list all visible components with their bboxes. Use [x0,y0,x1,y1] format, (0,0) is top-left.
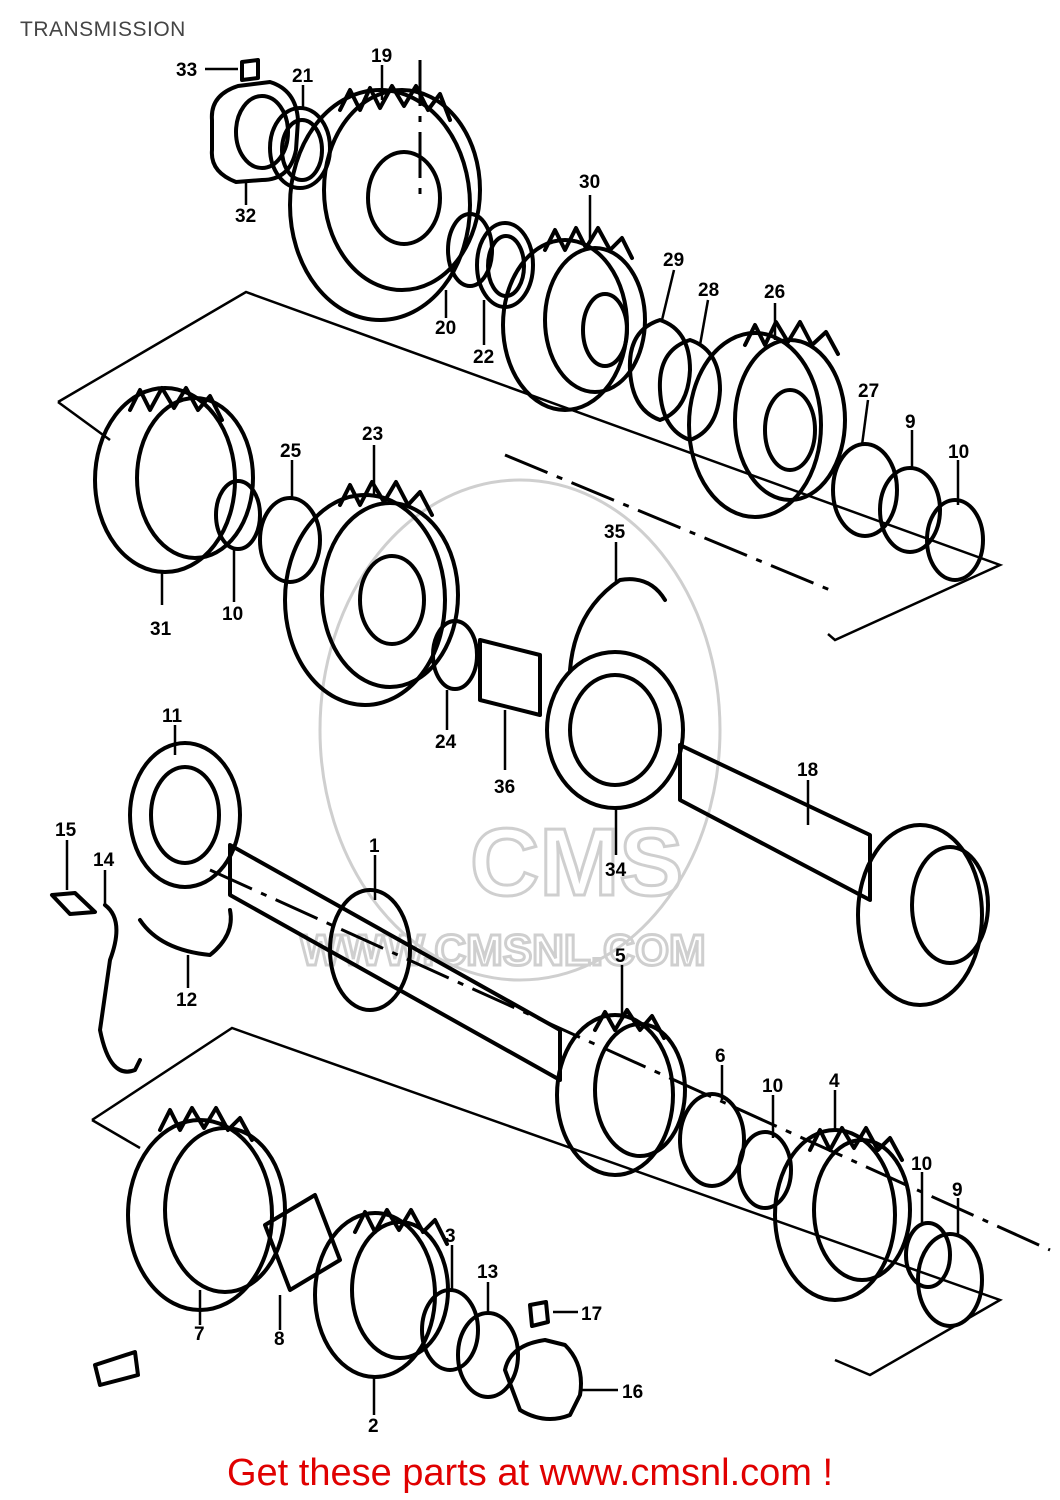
callout-18: 18 [797,760,818,781]
callout-20: 20 [435,318,456,339]
callout-7: 7 [194,1324,205,1345]
callout-6: 6 [715,1046,726,1067]
part-27-bearing [831,442,899,538]
part-10-circlip-upper [925,498,985,582]
callout-17: 17 [581,1304,602,1325]
callout-2: 2 [368,1416,379,1437]
callout-29: 29 [663,250,684,271]
part-25-washer [258,496,322,584]
part-16-cap [503,1338,583,1421]
callout-30: 30 [579,172,600,193]
footer-parts-link[interactable]: Get these parts at www.cmsnl.com ! [226,1452,834,1494]
callout-23: 23 [362,424,383,445]
callout-28: 28 [698,280,719,301]
part-10-circlip-lower [737,1130,793,1210]
part-35-clip [568,577,667,672]
part-32-bearing [209,80,300,184]
part-36-spacer [478,638,542,717]
callout-10-upper: 10 [948,442,969,463]
part-3-circlip [420,1288,480,1372]
callout-27: 27 [858,381,879,402]
callout-10-lower: 10 [762,1076,783,1097]
callout-36: 36 [494,777,515,798]
page-title: TRANSMISSION [20,18,186,41]
callout-1: 1 [369,836,380,857]
watermark-url: WWW.CMSNL.COM [300,926,706,975]
callout-35: 35 [604,522,626,543]
callout-12: 12 [176,990,197,1011]
countershaft-group-outline [57,290,1004,642]
callout-22: 22 [473,347,494,368]
part-26-gear [687,331,823,519]
part-29-washer [627,318,692,422]
callout-33: 33 [176,60,197,81]
callout-9-lower: 9 [952,1180,963,1201]
callout-14: 14 [93,850,115,871]
callout-19: 19 [371,46,392,67]
middle-parts [93,386,990,1007]
callout-31: 31 [150,619,172,640]
callout-21: 21 [292,66,314,87]
part-28-washer [657,338,722,442]
callout-3: 3 [445,1226,456,1247]
part-12-ring [138,908,233,957]
part-33-pin [240,58,260,82]
part-7-gear [126,1118,274,1312]
callout-10-right: 10 [911,1154,932,1175]
part-1-shaft [228,843,562,1082]
front-arrow-icon [93,1350,140,1387]
callout-4: 4 [829,1071,840,1092]
part-18-shaft [678,743,872,902]
part-19-gear [288,88,472,322]
part-9-washer-upper [878,466,942,554]
callout-15: 15 [55,820,77,841]
callout-25: 25 [280,441,302,462]
callout-8: 8 [274,1329,285,1350]
callout-34: 34 [605,860,627,881]
part-11-bearing [128,741,242,889]
callout-32: 32 [235,206,256,227]
callout-10-left: 10 [222,604,243,625]
driveshaft-group-outline [91,1026,1003,1377]
callout-24: 24 [435,732,457,753]
part-30-gear [501,238,629,412]
callout-13: 13 [477,1262,498,1283]
part-6-bushing [678,1092,746,1188]
callout-labels: 33 21 19 32 20 22 30 29 28 26 27 9 10 31… [55,46,969,1437]
driveshaft-parts [50,741,984,1421]
part-14-stopper [98,903,142,1074]
part-10-circlip-right [904,1221,952,1289]
assembly-outlines [57,60,1051,1377]
watermark-logo: CMS [470,809,683,916]
part-8-bushing [263,1193,342,1292]
callout-5: 5 [615,946,626,967]
callout-16: 16 [622,1382,643,1403]
part-17-pin [528,1300,550,1328]
part-24-bush [431,619,479,691]
countershaft-parts [209,58,985,582]
callout-9-upper: 9 [905,412,916,433]
watermark: CMS WWW.CMSNL.COM [299,478,722,982]
callout-26: 26 [764,282,785,303]
leader-lines [65,65,960,1415]
part-10-circlip-left [214,479,262,551]
part-23-gear [283,493,447,707]
callout-11: 11 [162,706,183,727]
part-5-gear [555,1013,675,1177]
watermark-logo-outline [318,478,722,982]
part-15-bolt [50,891,97,916]
part-9-washer-lower [916,1232,984,1328]
